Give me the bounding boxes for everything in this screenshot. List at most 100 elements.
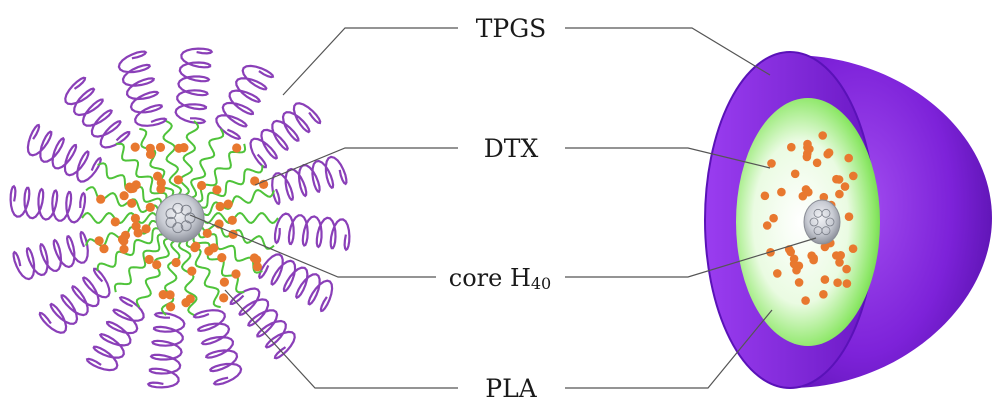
dtx-dot [820,275,830,284]
dtx-dot [191,241,201,251]
pla-leader-left [224,289,458,389]
tpgs-coil [117,50,168,127]
label-core-main: core H [449,264,531,292]
dtx-dot [141,224,151,234]
dtx-dot [202,228,212,238]
label-tpgs: TPGS [476,14,547,43]
dtx-dot [158,290,168,300]
tpgs-coil [273,212,351,252]
pla-chain [177,239,198,316]
dtx-dot [832,251,841,260]
dtx-dot [787,142,796,152]
label-pla: PLA [485,374,537,403]
pla-chain [135,237,172,308]
dtx-dot [215,201,225,212]
dtx-dot [809,255,818,265]
dtx-dot [804,187,813,197]
tpgs-coil [146,311,186,389]
dtx-dot [110,217,120,227]
dtx-dot [130,142,140,152]
dtx-dot [252,262,262,272]
core-leader-left [189,214,436,278]
dtx-dot [156,178,166,188]
dtx-dot [127,198,137,208]
dtx-dot [844,212,854,221]
dtx-dot [217,253,227,263]
pla-chain [81,211,159,225]
dtx-dot [802,152,812,162]
dtx-dot [119,244,129,254]
tpgs-coil [258,253,334,313]
dtx-leader-left [254,147,458,186]
dtx-dot [120,230,131,240]
core-h40 [803,199,841,245]
dtx-dot [152,260,162,270]
pla-chain [179,120,200,198]
pla-chain [139,127,175,199]
dtx-dot [819,290,828,299]
dtx-dot [232,143,242,153]
core-ring [813,226,823,236]
dtx-dot [786,247,795,257]
dtx-dot [762,221,772,230]
dtx-leader-right [565,147,771,169]
dtx-dot [155,142,166,152]
dtx-dot [835,189,844,199]
dtx-dot [125,182,135,192]
tpgs-coil [85,296,145,372]
pla-chain [96,227,162,272]
dtx-dot [231,269,241,279]
tpgs-coil [215,64,275,140]
dtx-dot [94,236,104,246]
dtx-dot [803,139,812,149]
dtx-dot [131,221,141,231]
dtx-dot [823,149,832,159]
label-core: core H40 [449,264,551,293]
dtx-dot [835,258,844,267]
leader-lines [189,27,817,389]
core-ring [180,204,192,216]
tpgs-coil [26,123,102,183]
dtx-dot [812,158,822,168]
dtx-dot [819,192,829,202]
pla-chain [200,189,275,216]
micelle-cross-section-icon [704,51,992,389]
tpgs-coil [38,267,111,334]
pla-leader-right [565,309,773,389]
dtx-dot [789,254,799,264]
dtx-dot [769,213,778,223]
core-ring [825,217,835,227]
tpgs-leader-right [565,27,771,76]
dtx-dot [204,246,214,256]
dtx-dot [820,242,830,252]
dtx-dot [794,278,804,287]
core-ring [809,217,819,227]
dtx-dot [840,182,850,191]
pla-chain [198,164,264,209]
core-ring [165,216,177,228]
dtx-dot [790,169,800,179]
dtx-dot [818,131,827,140]
label-dtx: DTX [484,134,539,163]
pla-chain [188,128,225,199]
dtx-dot [153,171,163,181]
dtx-dot [166,302,176,312]
label-core-subscript: 40 [531,274,551,293]
dtx-dot [99,244,109,254]
tpgs-coil [271,155,348,206]
tpgs-coil [64,76,131,149]
core-leader-right [565,237,817,278]
dtx-dot [174,143,184,153]
core-ring [180,220,192,232]
dtx-dot [219,293,229,303]
dtx-dot [219,277,229,287]
pla-chain [162,120,183,197]
dtx-dot [144,254,154,265]
dtx-dot [842,279,852,288]
tpgs-leader-left [282,27,458,96]
pla-chain [194,143,247,203]
dtx-dot [145,143,155,153]
dtx-dot [96,194,106,204]
dtx-dot [250,176,260,186]
